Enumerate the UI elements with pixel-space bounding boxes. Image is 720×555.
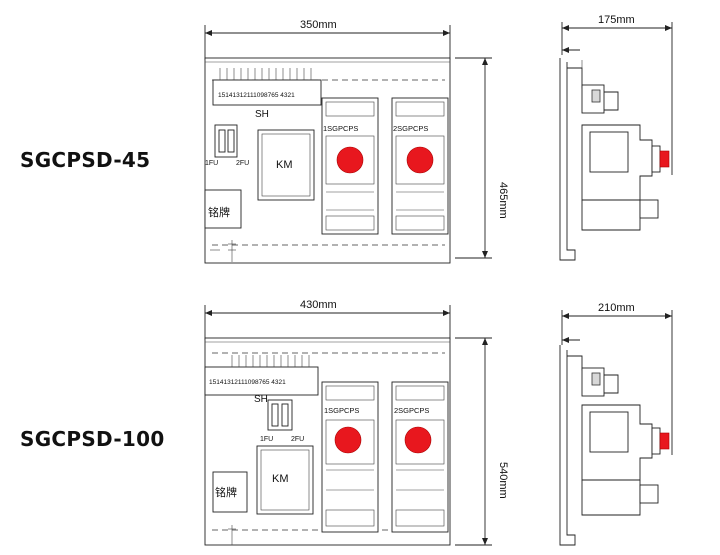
model-title-sgcpsd-100: SGCPSD-100 — [20, 427, 165, 451]
busbar-label: SH — [254, 394, 268, 405]
fuse-label-1fu: 1FU — [205, 160, 218, 167]
side-view-sgcpsd-45: 175mm — [559, 14, 673, 261]
model-title-sgcpsd-45: SGCPSD-45 — [20, 148, 151, 172]
fuse-label-1fu: 1FU — [260, 436, 273, 443]
selector-knob-1 — [334, 426, 362, 454]
width-label: 430mm — [300, 299, 337, 311]
busbar-label: SH — [255, 109, 269, 120]
unit-label-2: 2SGPCPS — [393, 124, 428, 133]
nameplate-label: 铭牌 — [208, 205, 230, 219]
fuse-label-2fu: 2FU — [291, 436, 304, 443]
selector-knob-2 — [404, 426, 432, 454]
front-view-sgcpsd-45: 350mm 15141312111098765 4321 SH 1FU 2FU — [204, 19, 509, 264]
unit-label-1: 1SGPCPS — [323, 124, 358, 133]
terminal-numbers: 15141312111098765 4321 — [218, 92, 295, 99]
terminal-numbers: 15141312111098765 4321 — [209, 379, 286, 386]
selector-knob-1 — [336, 146, 364, 174]
height-label: 540mm — [497, 462, 509, 499]
front-view-sgcpsd-100: 430mm 15141312111098765 4321 SH 1FU 2FU … — [204, 299, 509, 546]
depth-label: 175mm — [598, 14, 635, 26]
nameplate-label: 铭牌 — [215, 485, 237, 499]
fuse-label-2fu: 2FU — [236, 160, 249, 167]
selector-knob-2 — [406, 146, 434, 174]
depth-label: 210mm — [598, 302, 635, 314]
width-label: 350mm — [300, 19, 337, 31]
contactor-label: KM — [276, 159, 293, 171]
height-label: 465mm — [497, 182, 509, 219]
unit-label-2: 2SGPCPS — [394, 406, 429, 415]
contactor-label: KM — [272, 473, 289, 485]
unit-label-1: 1SGPCPS — [324, 406, 359, 415]
side-view-sgcpsd-100: 210mm — [559, 302, 673, 546]
